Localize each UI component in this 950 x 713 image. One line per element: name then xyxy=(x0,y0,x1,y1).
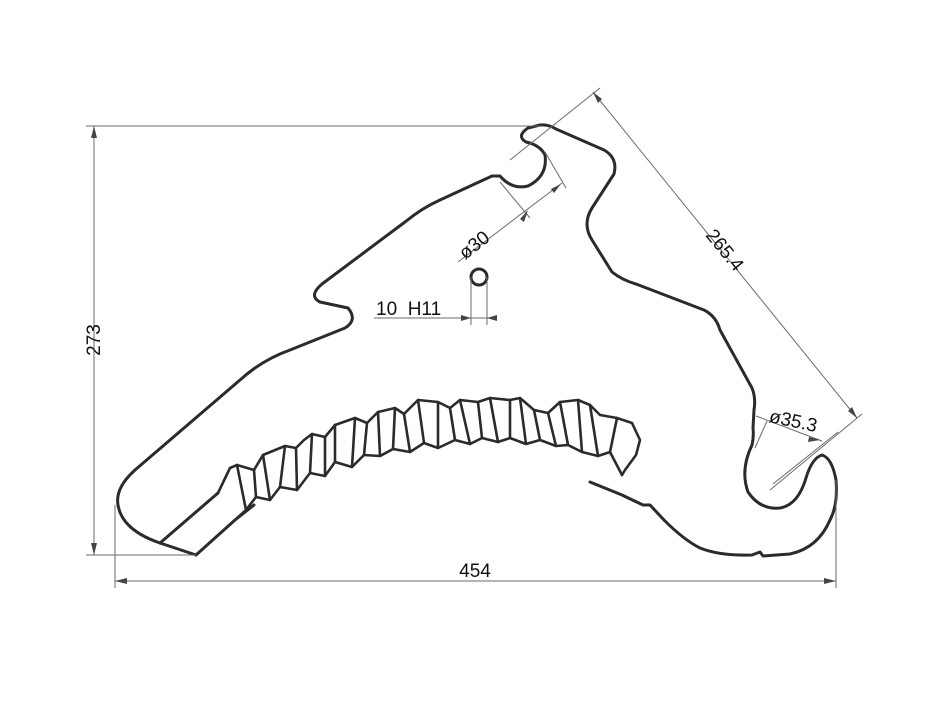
hole-dimension xyxy=(374,277,497,325)
hole-label: 10 H11 xyxy=(376,299,441,320)
height-label: 273 xyxy=(84,324,105,356)
teeth-divisions xyxy=(235,396,619,512)
bore-top-label: ø30 xyxy=(455,227,494,264)
blade-tip-edge xyxy=(194,503,256,557)
bore-top-dimension xyxy=(457,151,567,263)
blade-bevel-line xyxy=(158,491,220,545)
diagonal-dimension xyxy=(509,87,863,491)
hook-bore-dimension xyxy=(754,415,839,485)
diagonal-label: 265.4 xyxy=(701,225,748,276)
teeth-bottom-edge xyxy=(233,436,624,522)
blade-contour xyxy=(116,123,838,558)
teeth-top-edge xyxy=(216,396,642,495)
width-dimension xyxy=(114,480,837,588)
blade-outline xyxy=(116,123,838,558)
height-dimension xyxy=(86,125,540,556)
width-label: 454 xyxy=(459,561,491,582)
serrated-teeth xyxy=(216,396,642,522)
pin-hole xyxy=(469,267,489,287)
hook-bore-label: ø35.3 xyxy=(767,406,819,437)
